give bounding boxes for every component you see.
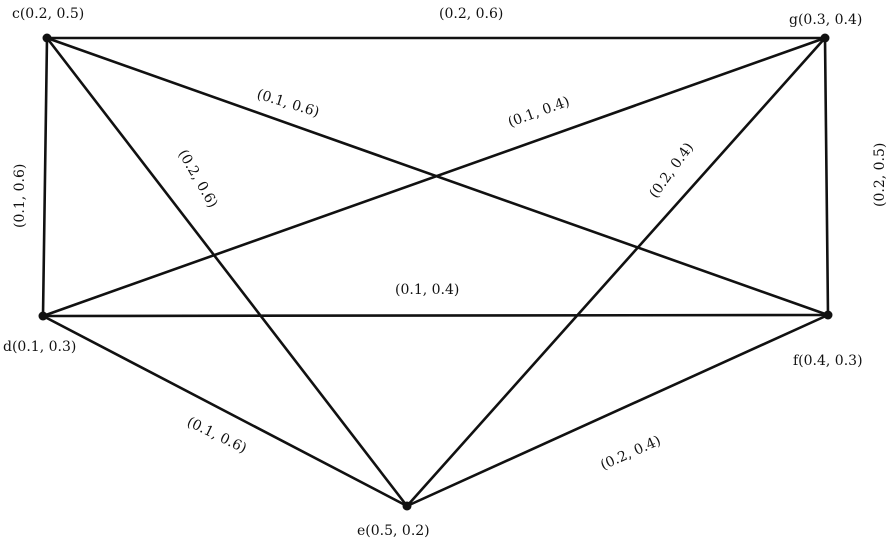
node-label-g: g(0.3, 0.4)	[789, 12, 862, 28]
edge-label-c-d: (0.1, 0.6)	[12, 164, 28, 228]
node-g	[820, 33, 830, 43]
node-label-d: d(0.1, 0.3)	[3, 339, 76, 355]
edge-label-f-e: (0.2, 0.4)	[598, 433, 663, 474]
edge-labels: (0.2, 0.6) (0.1, 0.6) (0.1, 0.6) (0.2, 0…	[12, 6, 888, 474]
node-label-e: e(0.5, 0.2)	[357, 523, 430, 539]
node-e	[402, 501, 412, 511]
edge-c-d	[41, 36, 49, 318]
edge-label-g-e: (0.2, 0.4)	[646, 140, 697, 201]
edge-f-e	[405, 313, 830, 508]
edge-label-c-e: (0.2, 0.6)	[175, 147, 221, 211]
edge-label-g-d: (0.1, 0.4)	[506, 94, 572, 131]
edge-g-e	[405, 36, 827, 508]
edge-g-f	[823, 36, 830, 317]
edge-label-d-e: (0.1, 0.6)	[184, 414, 249, 457]
edge-label-d-f: (0.1, 0.4)	[395, 282, 459, 298]
node-label-f: f(0.4, 0.3)	[793, 353, 863, 369]
node-label-c: c(0.2, 0.5)	[12, 6, 84, 22]
edge-d-f	[41, 313, 830, 318]
nodes-layer	[38, 33, 833, 511]
edge-d-e	[41, 314, 409, 508]
node-f	[823, 310, 833, 320]
node-labels: c(0.2, 0.5) g(0.3, 0.4) d(0.1, 0.3) f(0.…	[3, 6, 863, 539]
edge-label-c-g: (0.2, 0.6)	[439, 6, 503, 22]
edge-g-d	[41, 36, 827, 318]
edge-label-g-f: (0.2, 0.5)	[872, 143, 888, 207]
node-d	[38, 311, 48, 321]
edge-c-e	[45, 36, 409, 508]
edges-layer	[41, 36, 830, 508]
node-c	[42, 33, 52, 43]
